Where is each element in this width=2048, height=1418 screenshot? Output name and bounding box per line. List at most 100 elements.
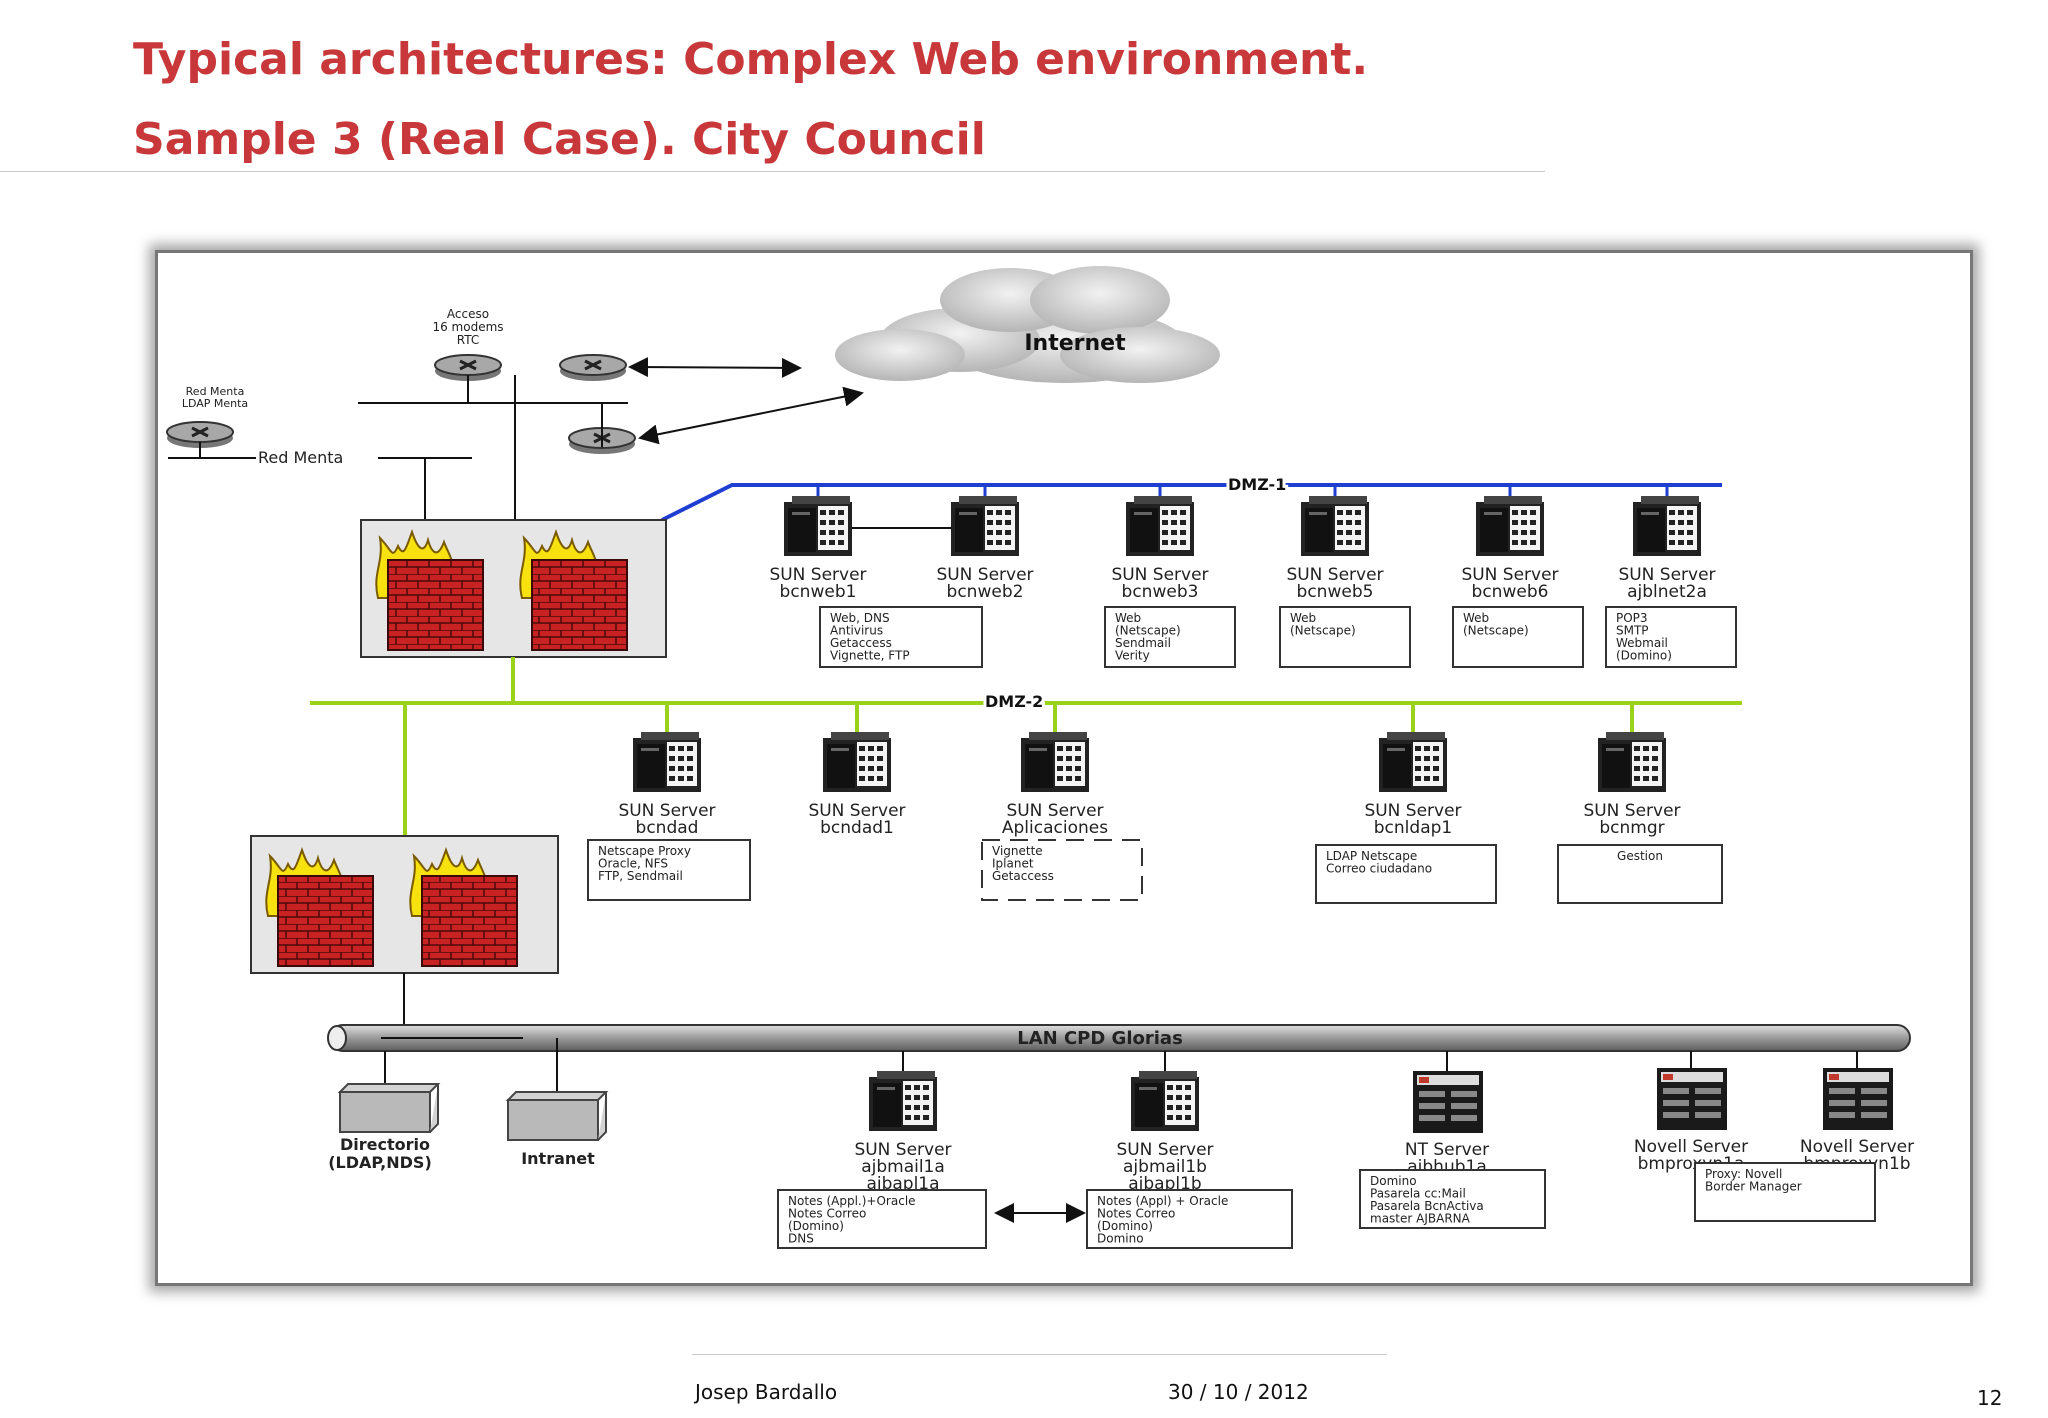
server-notes-box — [1104, 606, 1236, 668]
server-note-line: Pasarela BcnActiva — [1370, 1199, 1484, 1213]
footer-divider — [692, 1354, 1387, 1355]
server-note-line: master AJBARNA — [1370, 1212, 1471, 1226]
server-note-line: Correo ciudadano — [1326, 862, 1432, 876]
server-note-line: Pasarela cc:Mail — [1370, 1187, 1466, 1201]
footer-author: Josep Bardallo — [695, 1380, 838, 1404]
server-note-line: Notes Correo — [1097, 1207, 1175, 1221]
server-notes-box — [1086, 1189, 1293, 1249]
server-type-label: SUN Server — [1006, 801, 1103, 821]
server-type-label: SUN Server — [769, 565, 866, 585]
footer-date: 30 / 10 / 2012 — [1168, 1380, 1309, 1404]
server-name-label: ajbmail1b — [1123, 1157, 1207, 1177]
server-note-line: Domino — [1370, 1174, 1417, 1188]
server-type-label: SUN Server — [1583, 801, 1680, 821]
modem-access-label: Acceso 16 modems RTC — [432, 307, 503, 347]
server-name-label: bcnmgr — [1599, 818, 1664, 838]
server-note-line: Notes (Appl.)+Oracle — [788, 1194, 916, 1208]
server-note-line: (Netscape) — [1290, 624, 1356, 638]
modem-access-line2: 16 modems — [432, 320, 503, 334]
server-notes-box — [819, 606, 983, 668]
dmz1-label: DMZ-1 — [1228, 475, 1286, 494]
server-type-label: SUN Server — [1461, 565, 1558, 585]
server-note-line: Webmail — [1616, 636, 1668, 650]
server-node: SUN ServerAplicacionesVignetteIplanetGet… — [981, 703, 1143, 901]
server-type-label: Novell Server — [1634, 1137, 1748, 1157]
server-note-line: Gestion — [1617, 849, 1663, 863]
server-name-label: bcnweb5 — [1297, 582, 1374, 602]
sun-server-icon — [1021, 732, 1089, 792]
server-note-line: Verity — [1115, 649, 1150, 663]
server-type-label: NT Server — [1405, 1140, 1489, 1160]
server-note-line: Netscape Proxy — [598, 844, 691, 858]
server-note-line: Vignette — [992, 844, 1043, 858]
server-name-label: bcndad — [636, 818, 699, 838]
server-note-line: (Domino) — [1097, 1219, 1153, 1233]
server-name-label: ajblnet2a — [1627, 582, 1707, 602]
intranet-box: Intranet — [505, 1038, 609, 1168]
internet-cloud: Internet — [835, 266, 1220, 383]
sun-server-icon — [633, 732, 701, 792]
server-node: SUN Serverajblnet2aPOP3SMTPWebmail(Domin… — [1605, 485, 1737, 668]
dmz2-network-line — [310, 657, 1742, 836]
server-type-label: SUN Server — [854, 1140, 951, 1160]
directorio-sublabel: (LDAP,NDS) — [328, 1153, 432, 1172]
server-node: Novell Serverbmproxyn1bProxy: NovellBord… — [1694, 1051, 1914, 1222]
sun-server-icon — [1598, 732, 1666, 792]
modem-access-line1: Acceso — [447, 307, 489, 321]
novell-server-icon — [1657, 1068, 1727, 1130]
server-note-line: Domino — [1097, 1232, 1144, 1246]
red-menta-top-line1: Red Menta — [186, 385, 245, 398]
server-note-line: Notes (Appl) + Oracle — [1097, 1194, 1228, 1208]
server-note-line: Proxy: Novell — [1705, 1167, 1782, 1181]
server-note-line: Getaccess — [992, 869, 1054, 883]
sun-server-icon — [784, 496, 852, 556]
server-note-line: Vignette, FTP — [830, 649, 910, 663]
router-internet-1-icon — [558, 353, 628, 383]
server-node: SUN Serverbcnweb3Web(Netscape)SendmailVe… — [1104, 485, 1236, 668]
server-type-label: SUN Server — [936, 565, 1033, 585]
server-note-line: Getaccess — [830, 636, 892, 650]
sun-server-icon — [1301, 496, 1369, 556]
lan-pipe: LAN CPD Glorias — [327, 973, 1911, 1052]
server-note-line: DNS — [788, 1232, 814, 1246]
server-name-label: bcnweb1 — [780, 582, 857, 602]
sun-server-icon — [1126, 496, 1194, 556]
server-note-line: (Netscape) — [1115, 624, 1181, 638]
server-note-line: LDAP Netscape — [1326, 849, 1417, 863]
server-type-label: SUN Server — [808, 801, 905, 821]
server-notes-box — [1279, 606, 1411, 668]
server-type-label: SUN Server — [1618, 565, 1715, 585]
server-name-label: bcndad1 — [820, 818, 894, 838]
sun-server-icon — [1633, 496, 1701, 556]
firewall-2 — [250, 835, 559, 974]
server-note-line: Web — [1290, 611, 1316, 625]
intranet-label: Intranet — [521, 1149, 595, 1168]
server-type-label: SUN Server — [618, 801, 715, 821]
server-type-label: SUN Server — [1116, 1140, 1213, 1160]
server-type-label: SUN Server — [1364, 801, 1461, 821]
server-notes-box — [1605, 606, 1737, 668]
server-notes-box — [1557, 844, 1723, 904]
server-notes-box — [1315, 844, 1497, 904]
sun-server-icon — [1131, 1071, 1199, 1131]
server-name-label: ajbmail1a — [861, 1157, 945, 1177]
sun-server-icon — [823, 732, 891, 792]
modem-access-line3: RTC — [457, 333, 479, 347]
internet-label: Internet — [1024, 331, 1126, 356]
server-notes-box — [777, 1189, 987, 1249]
server-name-label: bcnweb2 — [947, 582, 1024, 602]
server-note-line: Antivirus — [830, 624, 883, 638]
novell-server-icon — [1413, 1071, 1483, 1133]
page-number: 12 — [1977, 1386, 2003, 1410]
